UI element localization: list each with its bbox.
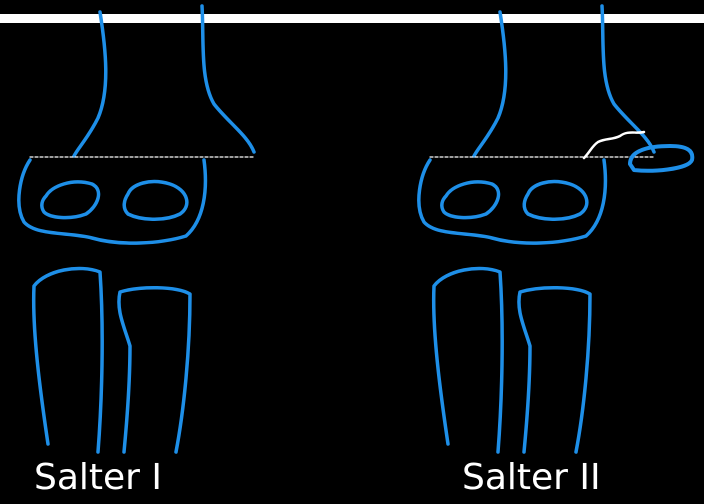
salter-ii-metaphysis-right-edge <box>602 6 654 152</box>
salter-ii-lower-bone-right <box>519 288 590 452</box>
salter-i-metaphysis-left-edge <box>74 12 106 156</box>
salter-i-lower-bone-right <box>119 288 190 452</box>
salter-i-caption: Salter I <box>34 458 162 498</box>
salter-ii-panel <box>419 6 692 452</box>
salter-ii-metaphyseal-fragment <box>630 146 692 171</box>
salter-ii-epiphysis-outline <box>419 160 606 243</box>
salter-i-metaphysis-right-edge <box>202 6 254 152</box>
salter-ii-caption: Salter II <box>462 458 601 498</box>
salter-ii-ossification-center-lateral <box>524 182 587 220</box>
salter-ii-metaphysis-left-edge <box>474 12 506 156</box>
salter-i-ossification-center-lateral <box>124 182 187 220</box>
salter-ii-ossification-center-medial <box>442 182 499 218</box>
salter-i-lower-bone-left <box>34 268 102 452</box>
salter-i-panel <box>19 6 254 452</box>
salter-i-ossification-center-medial <box>42 182 99 218</box>
salter-ii-lower-bone-left <box>434 268 502 452</box>
salter-i-epiphysis-outline <box>19 160 206 243</box>
